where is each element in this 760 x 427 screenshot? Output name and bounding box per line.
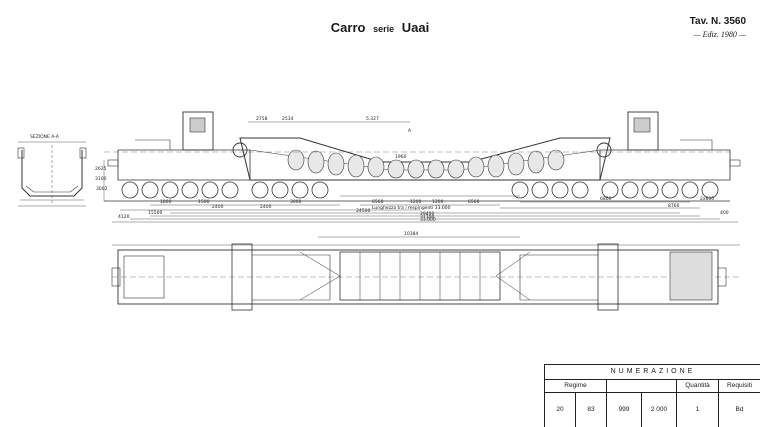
title-main: Carro	[330, 20, 366, 35]
title-name: Uaai	[401, 20, 430, 35]
dim-o-10: 3100	[95, 176, 107, 182]
col-spacer	[607, 380, 677, 392]
dim-b-9: 6560	[468, 199, 480, 205]
dim-o-4: 31100	[420, 214, 434, 220]
dim-o-2: 24500	[356, 208, 370, 214]
dim-top-2: 2534	[282, 116, 294, 122]
plate-number: Tav. N. 3560	[689, 16, 746, 27]
dim-b-8: 1200	[432, 199, 444, 205]
plan-dim: 10384	[404, 231, 418, 237]
dim-br-1: 6800	[600, 196, 612, 202]
dim-b-3: 2400	[212, 204, 224, 210]
col-requisiti: Requisiti	[719, 380, 760, 392]
section-label: SEZIONE A-A	[30, 134, 60, 140]
dim-top-1: 2758	[256, 116, 268, 122]
val-2: 83	[576, 393, 607, 427]
val-5: 1	[677, 393, 719, 427]
col-quantita: Quantità	[677, 380, 719, 392]
length-note: Lunghezza tra i respingenti 33.000	[372, 205, 451, 211]
dim-b-6: 6560	[372, 199, 384, 205]
dim-b-4: 2400	[260, 204, 272, 210]
val-4: 2 000	[642, 393, 677, 427]
plate-edition: — Ediz. 1980 —	[693, 30, 746, 39]
section-marker: A	[408, 128, 412, 134]
section-view	[17, 141, 87, 207]
val-3: 999	[607, 393, 642, 427]
title-serie: serie	[373, 24, 395, 34]
dim-o-6: 8760	[668, 203, 680, 209]
dim-b-2: 1500	[198, 199, 210, 205]
col-regime: Regime	[545, 380, 607, 392]
numerazione-table: NUMERAZIONE Regime Quantità Requisiti 20…	[544, 364, 760, 427]
val-1: 20	[545, 393, 576, 427]
dim-o-5: 33.000	[420, 217, 436, 223]
drawing-title: Carro serie Uaai	[0, 20, 760, 35]
dim-vert-1: 3002	[96, 186, 108, 192]
dim-b-5: 3000	[290, 199, 302, 205]
dim-o-3: 29400	[420, 211, 434, 217]
dim-top-3: 5.327	[366, 116, 379, 122]
dim-br-2: 2x600	[700, 196, 714, 202]
dim-o-9: 2625	[95, 166, 107, 172]
dim-o-8: 400	[720, 210, 729, 216]
dim-o-1: 15500	[148, 210, 162, 216]
numerazione-header: NUMERAZIONE	[545, 365, 760, 380]
plan-view	[111, 236, 740, 311]
side-elevation	[103, 111, 741, 223]
dim-b-1: 1800	[160, 199, 172, 205]
val-6: Bd	[719, 393, 760, 427]
dim-b-7: 1200	[410, 199, 422, 205]
dim-o-7: 4120	[118, 214, 130, 220]
dim-vert-2: 1960	[395, 154, 407, 160]
